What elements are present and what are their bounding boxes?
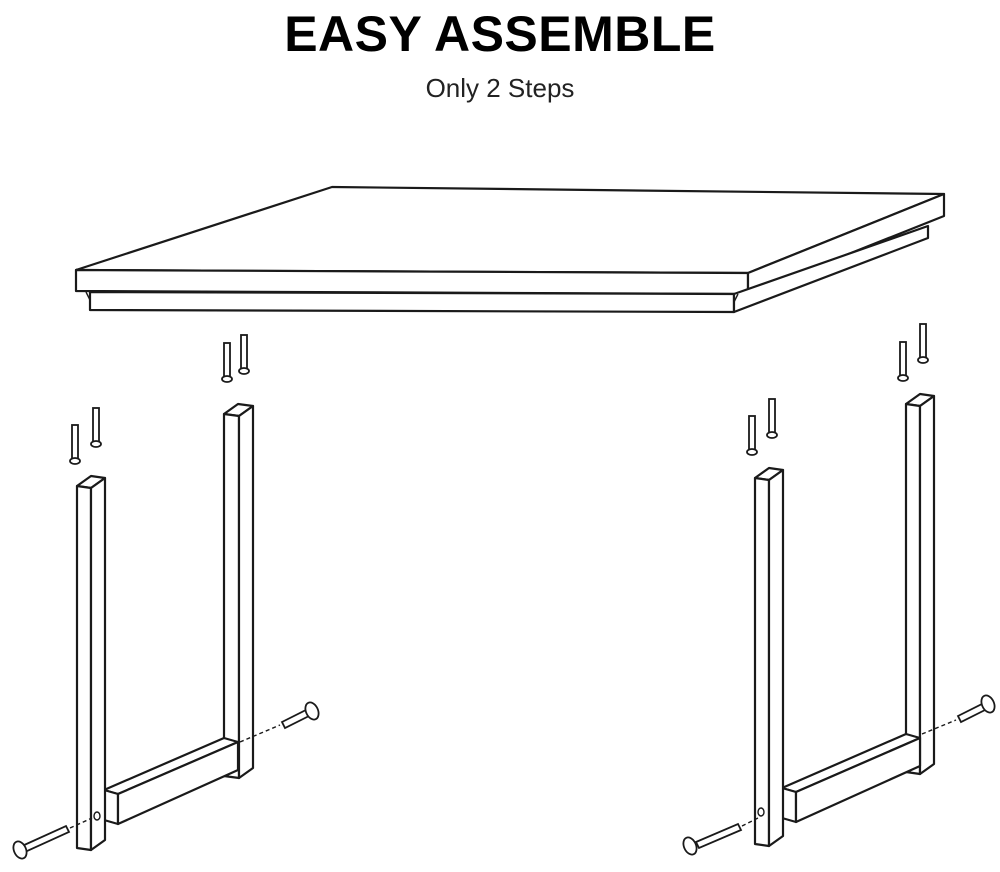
screw-pair-right-back (897, 323, 929, 382)
bolt-right-front (682, 817, 759, 856)
bolt-right-back (921, 694, 996, 735)
screw-pair-left-back (221, 334, 250, 383)
table-top (74, 185, 946, 314)
left-leg-frame (75, 402, 255, 852)
right-leg-frame (753, 392, 936, 848)
horizontal-bolts (12, 694, 996, 860)
screw-pair-left-front (69, 407, 102, 465)
vertical-screws (69, 323, 929, 465)
page-title: EASY ASSEMBLE (284, 6, 716, 62)
page-subtitle: Only 2 Steps (425, 73, 575, 103)
screw-pair-right-front (746, 398, 778, 456)
bolt-left-back (239, 701, 320, 743)
bolt-left-front (12, 817, 93, 860)
